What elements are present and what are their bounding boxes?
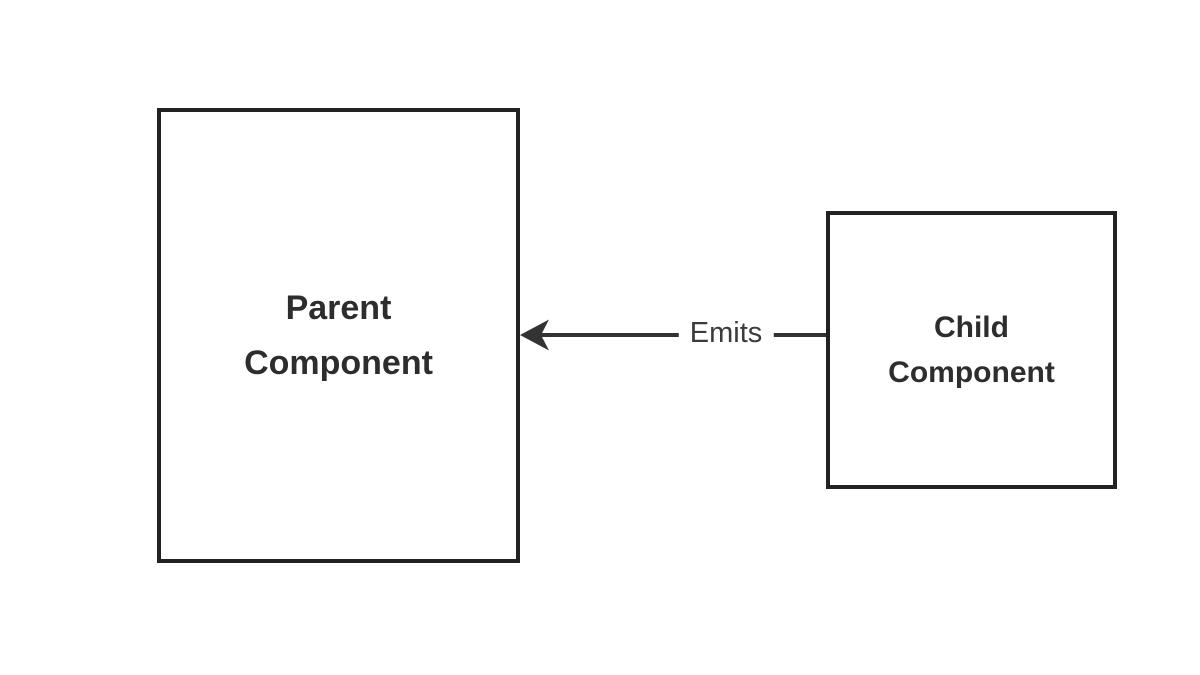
emits-arrowhead-icon <box>520 319 549 351</box>
child-component-label: Child Component <box>888 305 1055 395</box>
child-label-line1: Child <box>933 311 1009 344</box>
parent-label-line1: Parent <box>285 288 392 327</box>
parent-label-line2: Component <box>244 343 433 382</box>
node-parent-component: Parent Component <box>157 108 520 563</box>
emits-edge-label: Emits <box>678 316 774 352</box>
parent-component-label: Parent Component <box>244 281 433 391</box>
child-label-line2: Component <box>888 356 1055 389</box>
node-child-component: Child Component <box>826 211 1117 489</box>
